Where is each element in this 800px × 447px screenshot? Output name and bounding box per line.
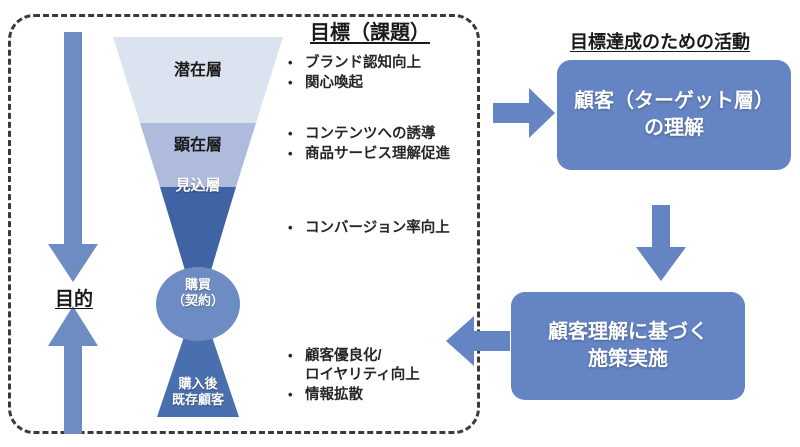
funnel-neck-upper [170,220,226,294]
goal-item: ブランド認知向上 [288,53,421,73]
activity-section-heading: 目標達成のための活動 [570,32,750,52]
activity-box-text: 顧客理解に基づく 施策実施 [548,319,708,373]
goal-list-latent: ブランド認知向上 関心喚起 [288,53,421,94]
activity-box1-line2: の理解 [644,117,704,139]
purpose-up-arrow-icon [48,306,98,434]
marketing-funnel [113,37,283,417]
goal-item-line2: ロイヤリティ向上 [305,367,420,383]
goal-item: コンバージョン率向上 [288,218,450,238]
goal-list-prospect: コンバージョン率向上 [288,218,450,239]
activity-box2-line2: 施策実施 [588,348,668,370]
purpose-down-arrow-icon [48,32,98,282]
purpose-label: 目的 [54,289,93,310]
funnel-stage-purchase [156,267,240,341]
arrow-right-icon [493,88,555,138]
funnel-stage-aware [140,123,256,187]
activity-box2-line1: 顧客理解に基づく [548,321,708,343]
goal-item: コンテンツへの誘導 [288,124,450,144]
activity-box-customer-understanding[interactable]: 顧客（ターゲット層） の理解 [557,60,791,170]
funnel-stage-latent [113,37,283,123]
goal-section-border [8,14,480,434]
arrow-left-icon [446,316,510,366]
activity-box-measure-execution[interactable]: 顧客理解に基づく 施策実施 [511,292,745,400]
goal-item-line1: 顧客優良化/ [305,348,382,364]
funnel-stage-existing [157,310,239,417]
goal-list-aware: コンテンツへの誘導 商品サービス理解促進 [288,124,450,165]
goal-section-heading: 目標（課題） [310,22,430,44]
arrow-down-icon [636,205,686,281]
goal-list-existing: 顧客優良化/ ロイヤリティ向上 情報拡散 [288,346,420,406]
activity-box1-line1: 顧客（ターゲット層） [574,90,774,112]
goal-item: 商品サービス理解促進 [288,144,450,164]
goal-item: 顧客優良化/ ロイヤリティ向上 [288,346,420,385]
goal-item: 関心喚起 [288,73,421,93]
activity-box-text: 顧客（ターゲット層） の理解 [574,88,774,142]
funnel-stage-prospect [160,187,236,220]
goal-item: 情報拡散 [288,385,420,405]
